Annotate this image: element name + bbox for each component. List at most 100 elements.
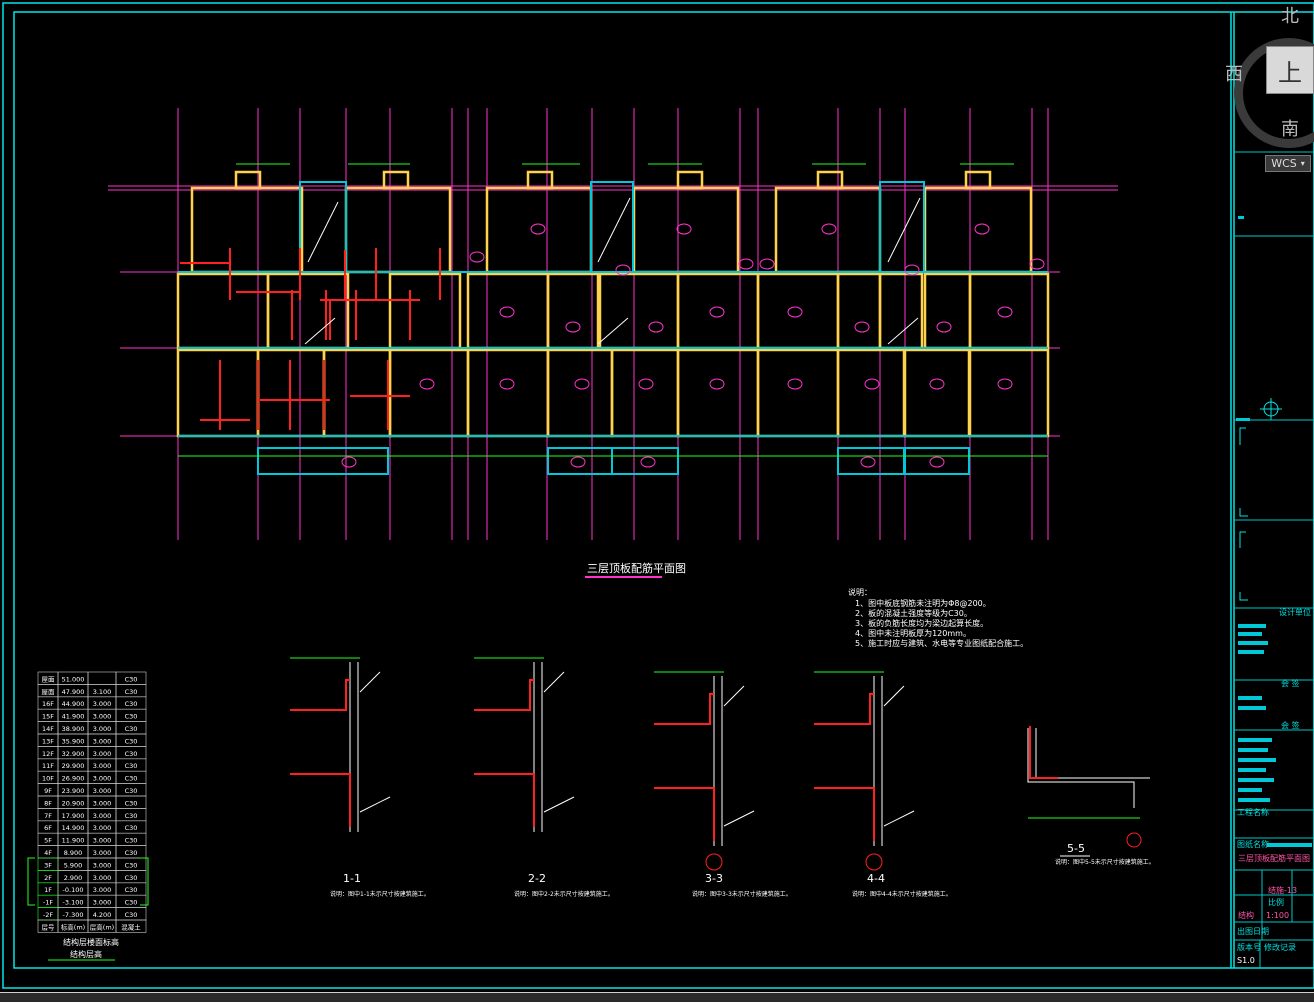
table-cell-text: 层号 [42, 923, 56, 931]
table-cell-text: 35.900 [62, 737, 85, 745]
compass-west-label[interactable]: 西 [1225, 64, 1243, 85]
balcony-outline [234, 170, 262, 190]
section-rebar [654, 693, 714, 725]
tb-date-label: 出图日期 [1237, 926, 1269, 936]
table-cell-text: C30 [125, 861, 138, 869]
section5-rebar [1029, 726, 1058, 779]
wall-outline [546, 272, 600, 350]
stair-line [887, 317, 919, 345]
slab-marker [638, 378, 654, 390]
table-cell-text: C30 [125, 812, 138, 820]
table-cell-text: 29.900 [62, 762, 85, 770]
table-cell-text: 38.900 [62, 725, 85, 733]
slab-marker [648, 321, 664, 333]
table-cell-text: 3.000 [93, 899, 112, 907]
table-cell-text: 44.900 [62, 700, 85, 708]
section-details [290, 657, 1150, 871]
bottom-scrollbar[interactable] [0, 992, 1314, 1002]
table-cell-text: -1F [43, 899, 53, 907]
section-callout [1126, 832, 1142, 848]
table-cell-text: C30 [125, 762, 138, 770]
slab-marker [709, 378, 725, 390]
table-cell-text: 13F [42, 737, 54, 745]
wall-outline [923, 186, 1033, 274]
slab-marker [615, 264, 631, 276]
tb-project-name: 工程名称 [1237, 807, 1269, 817]
table-cell-text: 26.900 [62, 775, 85, 783]
slab-marker [738, 258, 754, 270]
note-4: 4、图中未注明板厚为120mm。 [855, 628, 971, 638]
slab-marker [419, 378, 435, 390]
slab-marker [997, 306, 1013, 318]
slab-marker [821, 223, 837, 235]
table-cell-text: 11F [42, 762, 54, 770]
section-note-1: 说明：图中1-1未示尺寸按建筑施工。 [330, 890, 430, 898]
table-cell-text: 3.000 [93, 700, 112, 708]
slab-marker [565, 321, 581, 333]
wall-outline [632, 186, 740, 274]
wall-outline [836, 272, 882, 350]
table-cell-text: 3.000 [93, 762, 112, 770]
wall-outline [466, 348, 550, 438]
table-cell-text: 8.900 [64, 849, 83, 857]
wall-outline [598, 272, 680, 350]
slab-marker [1029, 258, 1045, 270]
table-cell-text: 4F [44, 849, 52, 857]
notes-block: 说明： 1、图中板底钢筋未注明为Φ8@200。 2、板的混凝土强度等级为C30。… [848, 587, 1028, 648]
wcs-dropdown[interactable]: WCS▾ [1265, 155, 1311, 172]
stair-line [597, 197, 631, 263]
wall-outline [344, 186, 452, 274]
table-cell-text: C30 [125, 775, 138, 783]
stair-line [304, 317, 336, 345]
tb-design-unit: 设计单位 [1279, 607, 1311, 617]
slab-marker [676, 223, 692, 235]
table-cell-text: 17.900 [62, 812, 85, 820]
slab-marker [936, 321, 952, 333]
table-cell-text: C30 [125, 750, 138, 758]
section-note-2: 说明：图中2-2未示尺寸按建筑施工。 [514, 890, 614, 898]
table-cell-text: C30 [125, 849, 138, 857]
slab-marker [499, 378, 515, 390]
section-rebar [654, 787, 715, 841]
balcony-outline [526, 170, 554, 190]
table-cell-text: C30 [125, 911, 138, 919]
compass-south-label[interactable]: 南 [1281, 119, 1299, 140]
viewcube-ring[interactable] [1234, 38, 1314, 148]
wall-outline [968, 348, 1050, 438]
slab-marker [929, 456, 945, 468]
plan-axis-lines-vertical [177, 108, 1049, 540]
tb-drawing-name-label: 图纸名称 [1237, 839, 1269, 849]
section-label-3: 3-3 [705, 872, 723, 885]
tb-drawing-no: 结施-13 [1268, 885, 1297, 895]
wall-outline [756, 272, 840, 350]
section5-outline [1035, 728, 1150, 779]
beam-outline [904, 447, 970, 475]
table-cell-text: 屋面 [42, 688, 56, 696]
wall-outline [485, 186, 593, 274]
section-label-4: 4-4 [867, 872, 885, 885]
section-leader [359, 796, 391, 813]
table-cell-text: 3.000 [93, 886, 112, 894]
table-cell-text: -3.100 [63, 899, 84, 907]
table-cell-text: 层高(m) [90, 922, 114, 931]
compass-north-label[interactable]: 北 [1281, 6, 1299, 27]
wall-outline [610, 348, 680, 438]
table-cell-text: 3.000 [93, 750, 112, 758]
tb-corner-marks [1239, 398, 1282, 601]
balcony-outline [816, 170, 844, 190]
wall-outline [546, 348, 614, 438]
table-cell-text: 5.900 [64, 861, 83, 869]
tb-version: S1.0 [1237, 956, 1255, 965]
table-cell-text: 3.000 [93, 725, 112, 733]
table-cell-text: 8F [44, 799, 52, 807]
table-cell-text: C30 [125, 688, 138, 696]
slab-marker [709, 306, 725, 318]
table-cell [115, 919, 147, 933]
tb-version-label: 版本号 [1237, 942, 1261, 952]
table-cell-text: 3.000 [93, 713, 112, 721]
table-cell-text: 3F [44, 861, 52, 869]
viewcube-top-face[interactable]: 上 [1266, 46, 1314, 94]
section-leader [723, 810, 755, 827]
table-cell-text: 3.000 [93, 787, 112, 795]
